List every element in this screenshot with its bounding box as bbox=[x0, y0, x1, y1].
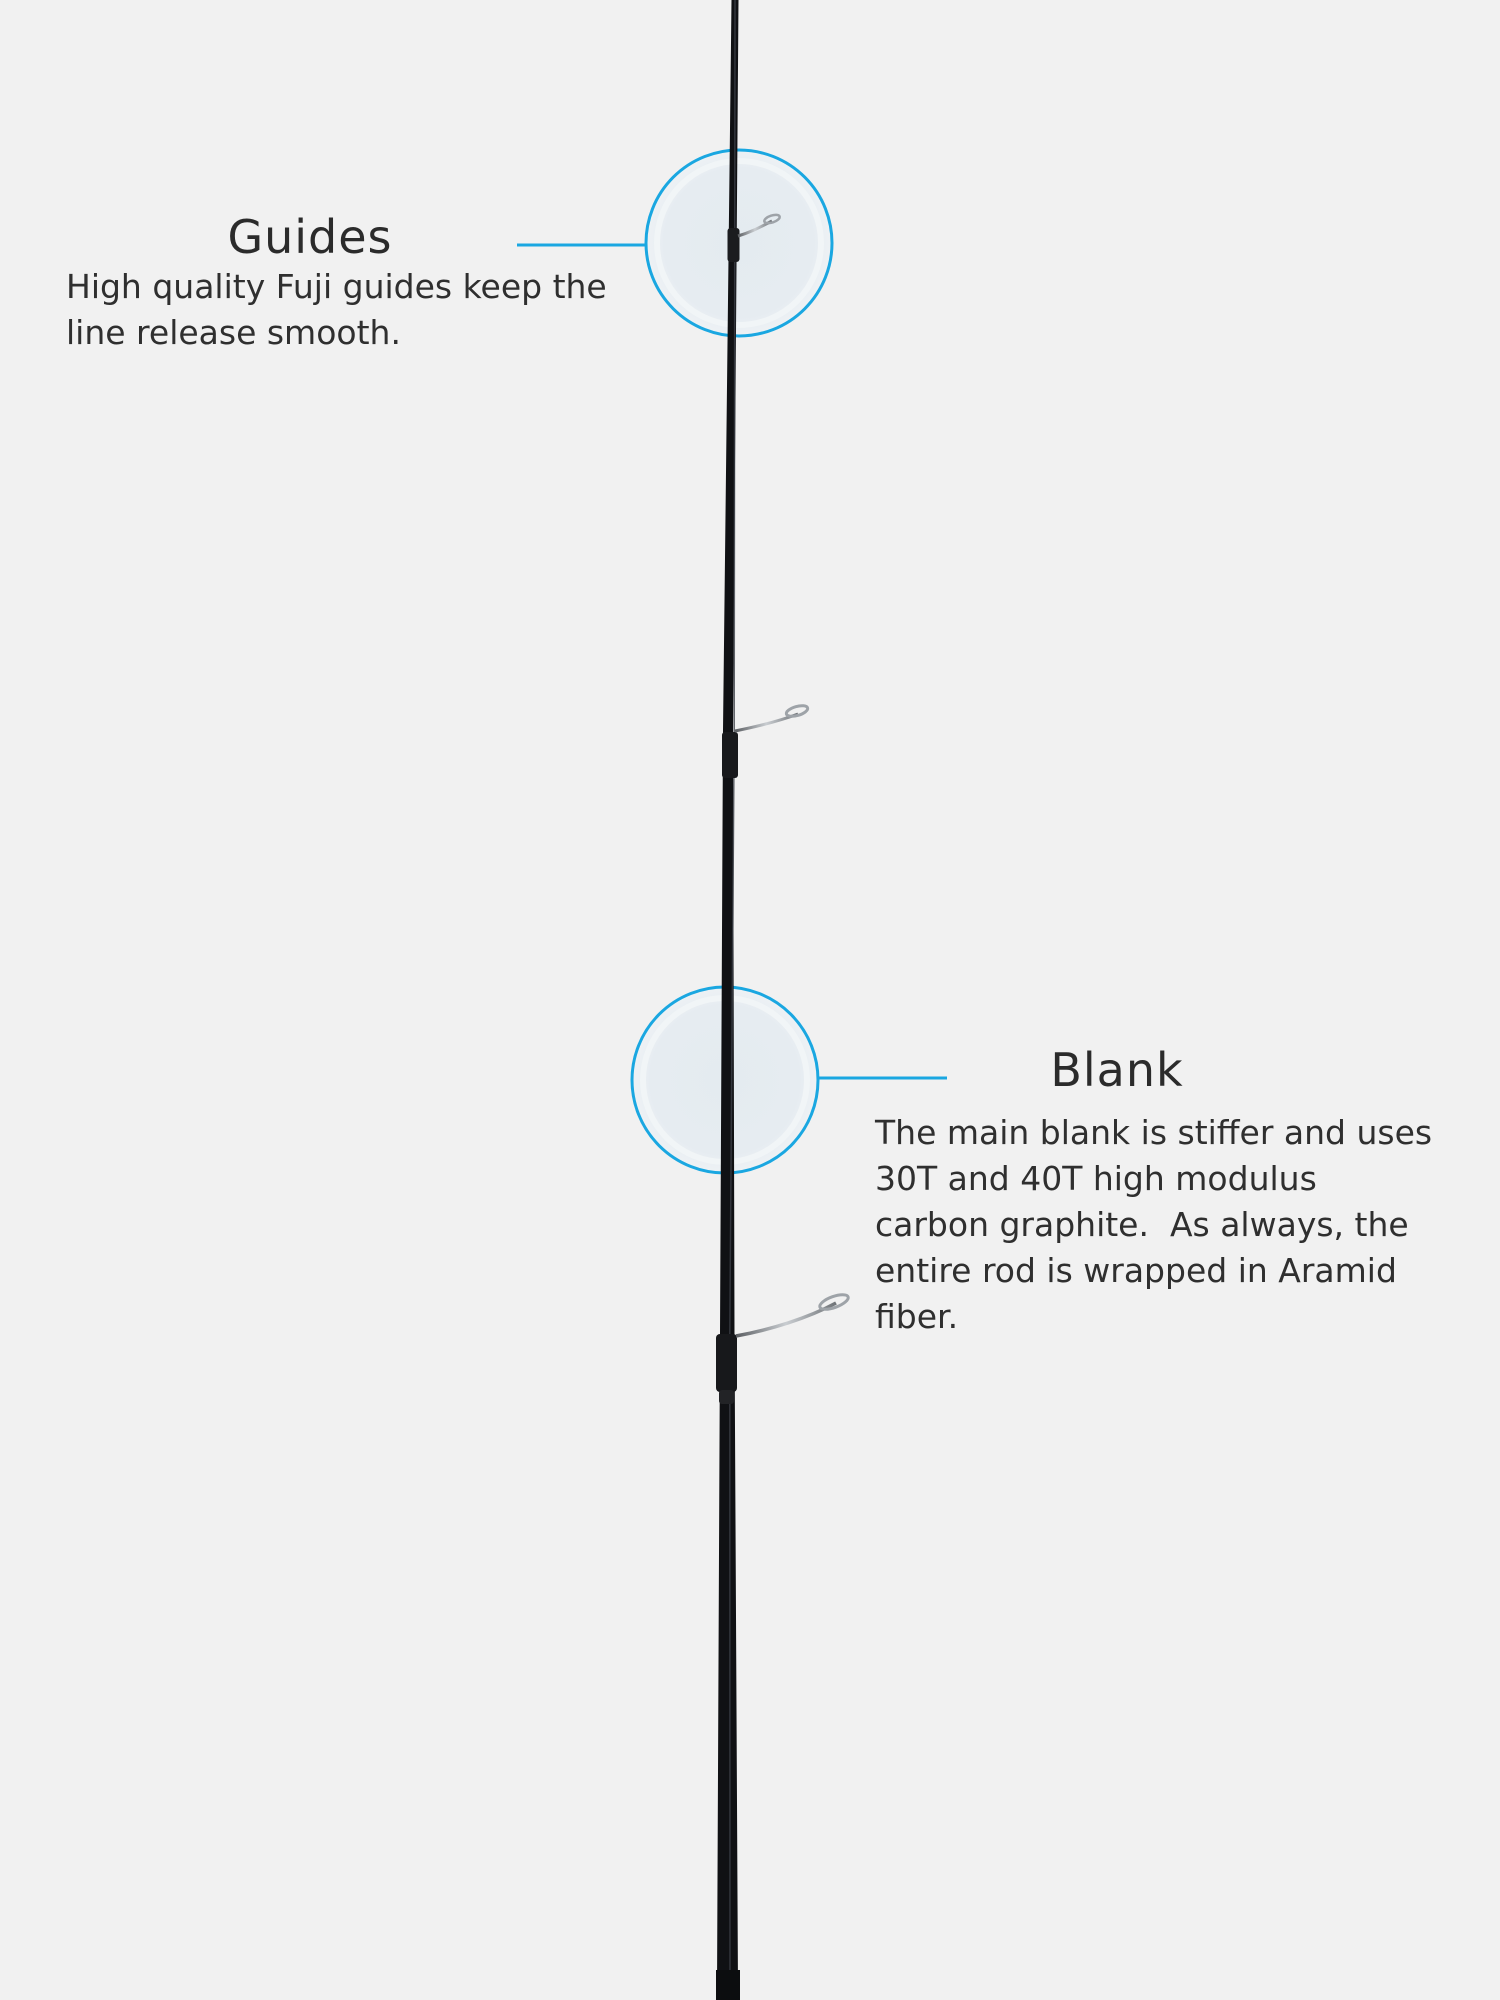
blank-feature-title: Blank bbox=[1050, 1043, 1184, 1097]
rod-guide-lower bbox=[716, 1293, 850, 1404]
guides-description-line: High quality Fuji guides keep the bbox=[66, 267, 607, 306]
blank-description-line: entire rod is wrapped in Aramid bbox=[875, 1251, 1397, 1290]
blank-feature-description: The main blank is stiffer and uses 30T a… bbox=[875, 1110, 1475, 1340]
blank-description-line: The main blank is stiffer and uses bbox=[875, 1113, 1433, 1152]
guides-description-line: line release smooth. bbox=[66, 313, 401, 352]
rod-blank bbox=[717, 0, 739, 2000]
guides-feature-title: Guides bbox=[227, 210, 393, 264]
blank-description-line: carbon graphite. As always, the bbox=[875, 1205, 1409, 1244]
guides-feature-description: High quality Fuji guides keep the line r… bbox=[66, 264, 646, 356]
blank-description-line: 30T and 40T high modulus bbox=[875, 1159, 1317, 1198]
blank-description-line: fiber. bbox=[875, 1297, 959, 1336]
rod-guide-middle bbox=[722, 704, 810, 778]
rod-guide-top bbox=[727, 213, 781, 262]
